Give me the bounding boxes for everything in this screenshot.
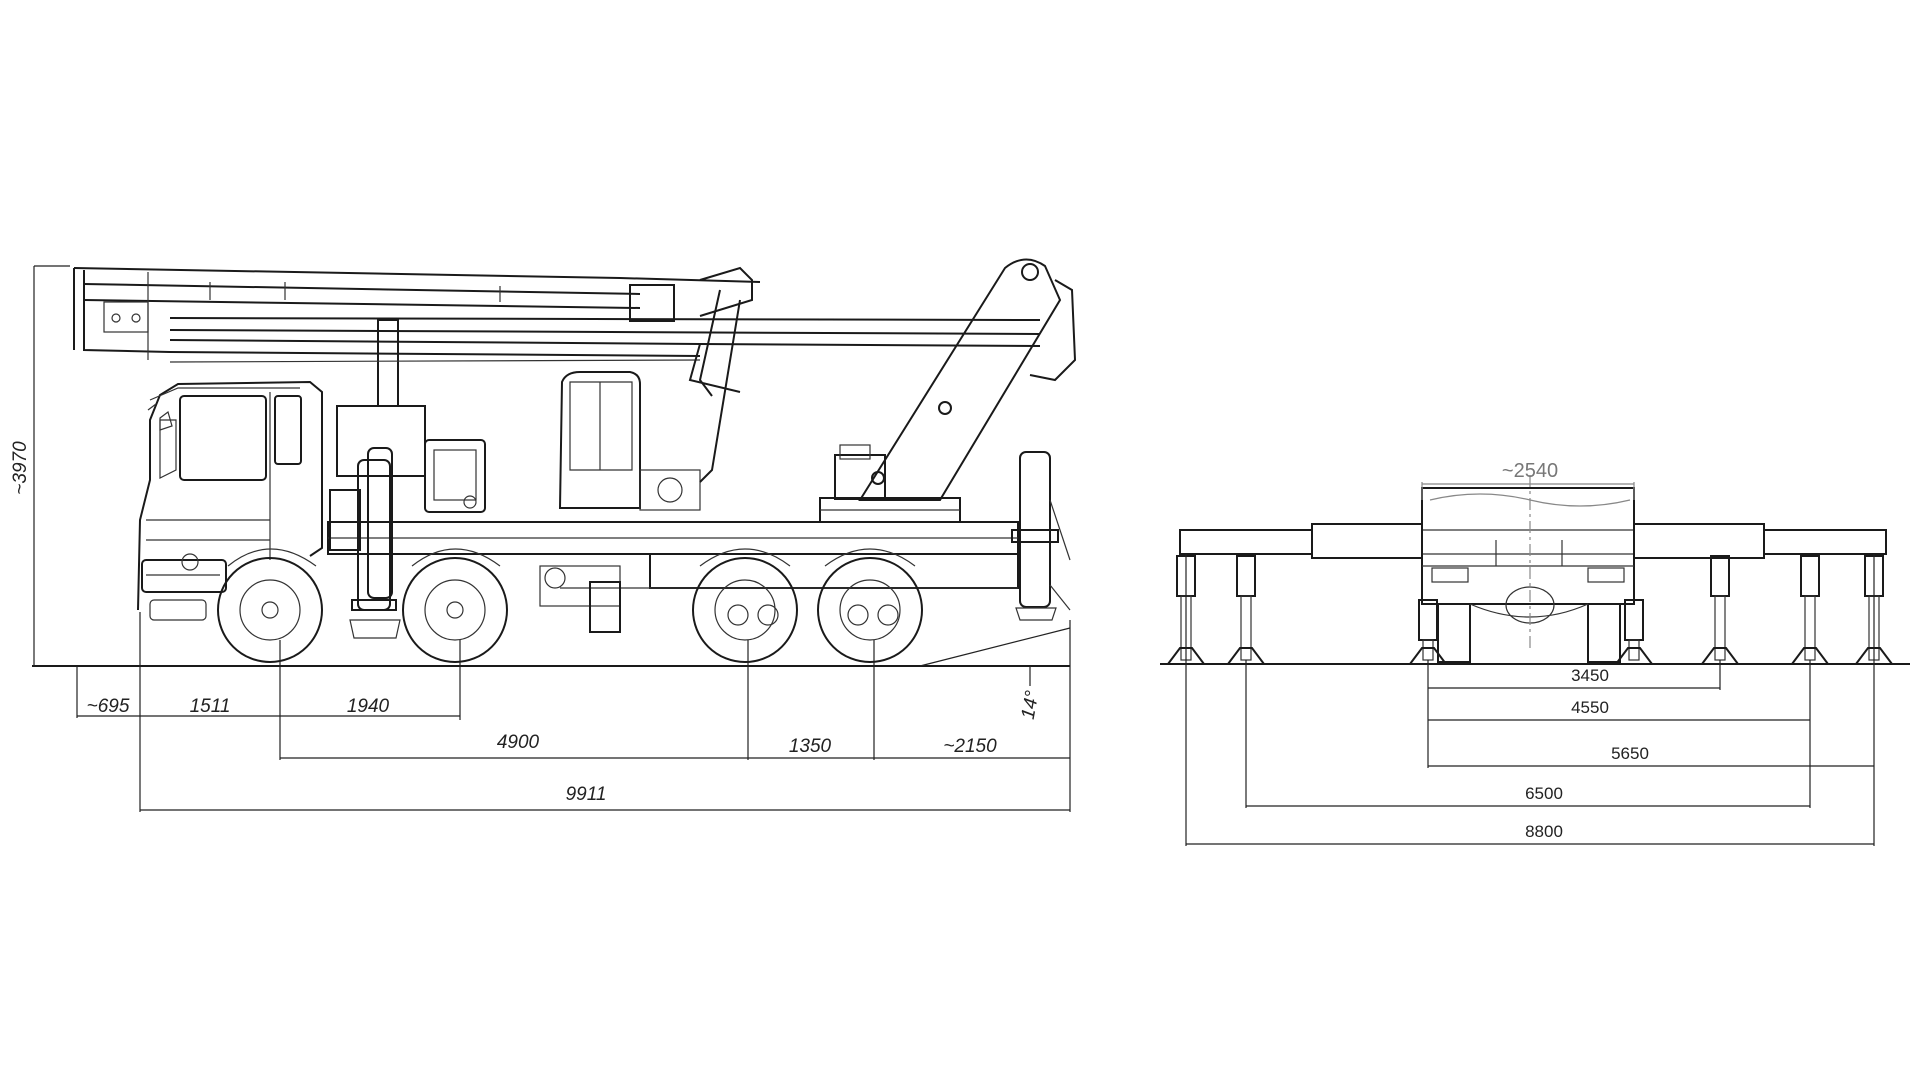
dim-overall-length: 9911	[566, 784, 607, 805]
lower-boom-arm	[858, 258, 1077, 501]
body-width-label: ~2540	[1502, 460, 1558, 482]
height-label: ~3970	[10, 441, 31, 495]
boom-rest-post	[329, 319, 486, 599]
turntable	[819, 444, 961, 523]
outrigger-jack	[1614, 599, 1654, 665]
chassis-frame	[327, 521, 1019, 633]
dim-rear-axle-spacing: 1350	[789, 736, 832, 757]
outrigger-jack	[1700, 555, 1740, 665]
departure-angle: 14°	[919, 627, 1071, 721]
operator-cabin	[558, 371, 701, 511]
span-label-2: 4550	[1571, 698, 1609, 717]
span-label-3: 5650	[1611, 744, 1649, 763]
telescopic-boom	[73, 266, 1041, 483]
wheel-third	[692, 557, 798, 663]
dim-wheelbase: 4900	[497, 732, 540, 753]
rear-view: ~2540 3450 4550 5650 6500 8800	[1160, 460, 1910, 846]
outrigger-jack	[1408, 599, 1448, 665]
outrigger-jack	[1790, 555, 1830, 665]
dim-front-overhang: ~695	[87, 696, 130, 717]
height-dimension: ~3970	[10, 265, 70, 666]
span-label-5: 8800	[1525, 822, 1563, 841]
outrigger-span-dimensions: 3450 4550 5650 6500 8800	[1185, 554, 1875, 846]
dim-second-to-third: 1940	[347, 696, 390, 717]
dim-rear-overhang: ~2150	[943, 736, 997, 757]
wheel-rear	[817, 557, 923, 663]
dim-front-to-second: 1511	[190, 696, 231, 717]
span-label-1: 3450	[1571, 666, 1609, 685]
truck-cab	[137, 380, 323, 621]
truck-body-rear	[1421, 487, 1635, 663]
wheel-second	[402, 557, 508, 663]
side-view: ~3970 ~695 1511 1940 4900 1350 ~2150 991…	[10, 258, 1077, 812]
outrigger-jack	[1226, 555, 1266, 665]
front-outrigger	[349, 459, 401, 639]
span-label-4: 6500	[1525, 784, 1563, 803]
angle-label: 14°	[1018, 689, 1044, 721]
outrigger-beam	[1179, 523, 1887, 559]
rear-outrigger	[1011, 451, 1071, 621]
body-width-dimension: ~2540	[1421, 460, 1635, 500]
wheel-front	[217, 557, 323, 663]
